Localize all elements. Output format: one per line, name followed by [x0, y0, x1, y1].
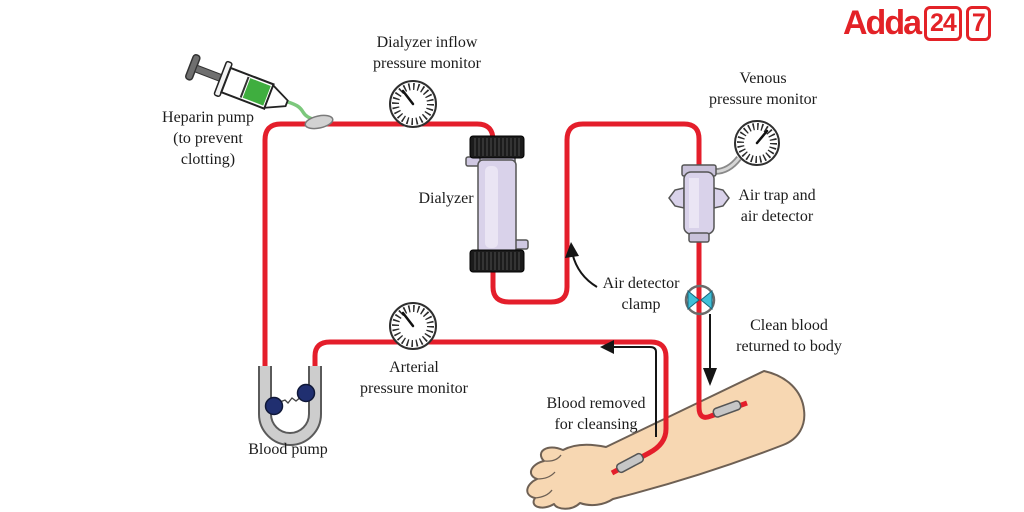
- venous-return-line: [696, 230, 748, 420]
- adda247-logo: Adda 24 7: [843, 4, 991, 43]
- label-line: for cleansing: [554, 416, 638, 433]
- flow-arrowhead-down: [703, 368, 717, 386]
- gauge-ticks: [392, 83, 434, 125]
- label-line: Air detector: [602, 275, 680, 292]
- label-line: Arterial: [389, 359, 439, 376]
- label-blood-removed: Blood removed for cleansing: [546, 393, 645, 435]
- needle-connectors: [616, 400, 742, 474]
- logo-box-24: 24: [924, 6, 962, 41]
- label-line: pressure monitor: [360, 380, 468, 397]
- logo-box-7: 7: [965, 6, 991, 41]
- label-air-trap: Air trap and air detector: [738, 185, 815, 227]
- venous-needle-icon: [712, 400, 742, 418]
- dialyzer-inflow-gauge: [389, 80, 437, 128]
- gauge-ticks: [737, 123, 777, 163]
- label-line: clotting): [180, 151, 236, 168]
- label-line: Blood pump: [248, 441, 328, 458]
- label-line: Heparin pump: [162, 109, 254, 126]
- label-line: Venous: [739, 70, 787, 87]
- pump-to-dialyzer-line: [262, 121, 496, 372]
- pump-roller: [264, 396, 284, 416]
- flow-arrowhead-left: [600, 340, 614, 354]
- blood-pump-icon: [258, 366, 322, 446]
- label-dialyzer: Dialyzer: [418, 188, 473, 209]
- label-line: Dialyzer inflow: [376, 34, 478, 51]
- label-line: (to prevent: [173, 130, 243, 147]
- gauge-needle: [401, 311, 415, 328]
- logo-wordmark: Adda: [843, 4, 922, 42]
- venous-gauge: [734, 120, 780, 166]
- label-line: pressure monitor: [709, 91, 817, 108]
- label-dialyzer-inflow-monitor: Dialyzer inflow pressure monitor: [373, 32, 481, 74]
- dialyzer-top-cap: [469, 135, 525, 159]
- gauge-needle: [401, 89, 415, 106]
- label-line: Dialyzer: [418, 190, 474, 207]
- blood-tubing: [262, 121, 748, 476]
- dialyzer-to-airtrap-line: [490, 121, 702, 305]
- flow-arrow-left: [613, 346, 657, 437]
- flow-arrowhead-up: [565, 242, 579, 258]
- gauge-ticks: [392, 305, 434, 347]
- injection-port: [304, 114, 334, 130]
- label-line: pressure monitor: [373, 55, 481, 72]
- syringe-icon: [185, 54, 334, 130]
- label-line: air detector: [740, 208, 814, 225]
- label-heparin-pump: Heparin pump (to prevent clotting): [162, 107, 254, 170]
- label-air-detector-clamp: Air detector clamp: [603, 273, 680, 315]
- gauge-needle: [755, 129, 769, 145]
- label-line: Clean blood: [750, 317, 828, 334]
- label-line: Air trap and: [738, 187, 816, 204]
- label-blood-pump: Blood pump: [248, 439, 328, 460]
- pump-roller: [296, 383, 316, 403]
- clamp-icon: [684, 284, 716, 316]
- flow-arrows: [565, 242, 717, 437]
- label-line: clamp: [621, 296, 661, 313]
- flow-arrow-up: [571, 251, 598, 288]
- label-venous-monitor: Venous pressure monitor: [709, 68, 817, 110]
- arterial-line: [312, 339, 669, 476]
- dialyzer-icon: [465, 135, 529, 273]
- label-line: Blood removed: [546, 395, 646, 412]
- label-arterial-monitor: Arterial pressure monitor: [360, 357, 468, 399]
- label-clean-blood: Clean blood returned to body: [736, 315, 842, 357]
- label-line: returned to body: [736, 338, 842, 355]
- arterial-needle-icon: [616, 452, 644, 474]
- air-trap-icon: [668, 155, 742, 243]
- arterial-gauge: [389, 302, 437, 350]
- dialyzer-bottom-cap: [469, 249, 525, 273]
